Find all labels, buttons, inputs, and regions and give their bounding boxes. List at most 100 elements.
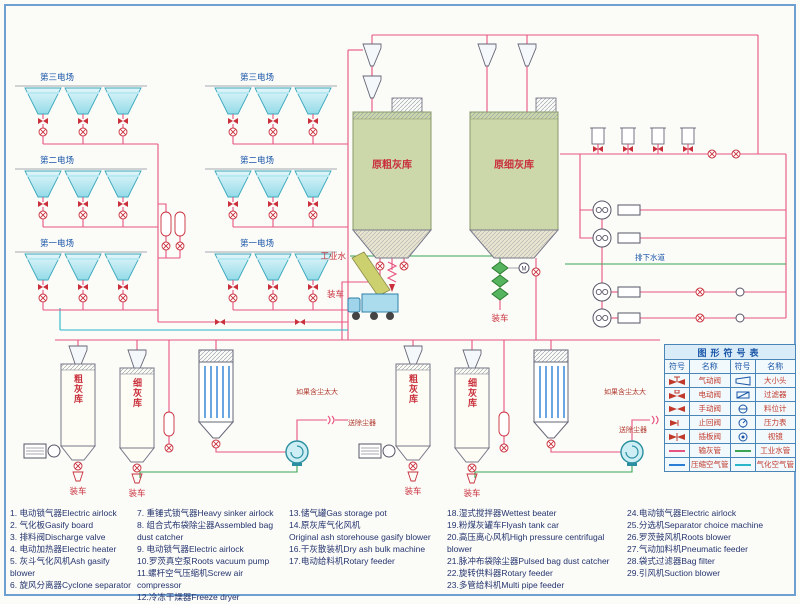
symbol-name: 气化空气管 (754, 457, 796, 472)
equipment-list-item: 10.罗茨真空泵Roots vacuum pump (137, 556, 270, 567)
loading-chute (131, 473, 143, 484)
silo-label: 粗灰库 (408, 373, 418, 404)
equipment-list-item: 4. 电动加热器Electric heater (10, 544, 117, 555)
silo-cone (453, 447, 491, 463)
gasify-blower-icon (382, 444, 396, 458)
equipment-list-item: 27.气动加料机Pneumatic feeder (627, 544, 748, 555)
silo-cone (394, 445, 432, 461)
filter-bags (539, 366, 565, 418)
equipment-list-item: 21.脉冲布袋除尘器Pulsed bag dust catcher (447, 556, 610, 567)
airlock-valve-icon (164, 443, 174, 453)
symbol-table-title: 图形符号表 (664, 344, 796, 360)
airlock-valve-icon (399, 261, 409, 271)
bin-vent-filter (620, 128, 636, 154)
airlock-valve-icon (211, 439, 221, 449)
equipment-list-item: 17.电动给料机Rotary feeder (289, 556, 395, 567)
level-gauge-icon (738, 404, 747, 413)
esp-field-label: 第三电场 (240, 72, 274, 82)
suction-fan-icon (285, 440, 309, 467)
equipment-list-item: 6. 旋风分离器Cyclone separator (10, 580, 131, 591)
equipment-list-item: 14.原灰库气化风机 (289, 520, 361, 531)
suction-fan-icon (620, 440, 644, 467)
airlock-device (163, 411, 175, 437)
right-equipment-field: 排下水道 (590, 128, 745, 328)
symbol-table-row: 气动阀 大小头 (664, 373, 796, 388)
wet-mixer-assembly: M 装车 (491, 261, 530, 323)
loading-label: 装车 (491, 313, 508, 323)
equipment-list-item: 16.干灰散装机Dry ash bulk machine (289, 544, 426, 555)
symbol-table-title-row: 图形符号表 (664, 344, 796, 360)
to-dust-collector-note: 送除尘器 (348, 418, 376, 427)
loading-label: 装车 (463, 488, 480, 498)
equipment-list-item: 28.袋式过滤器Bag filter (627, 556, 715, 567)
filter-cone (532, 421, 570, 439)
symbol-name: 大小头 (754, 373, 796, 388)
filter-icon (736, 391, 749, 398)
roots-blower-icon (592, 228, 612, 248)
equipment-list-item: 9. 电动锁气器Electric airlock (137, 544, 244, 555)
symbol-table-header: 符号 (664, 359, 690, 374)
raw-coarse-silo: 原粗灰库 (351, 97, 433, 271)
esp-field-groups: 第三电场 第二电场 第一电场 第三电场 第二电场 第一电场 (15, 72, 348, 325)
to-dust-collector-note: 送除尘器 (619, 425, 647, 434)
dust-note: 如果含尘太大 (604, 387, 646, 396)
silo-label: 原细灰库 (494, 158, 534, 171)
equipment-list-item: 24.电动锁气器Electric airlock (627, 508, 737, 518)
silo-label: 细灰库 (467, 377, 477, 408)
symbol-table-header: 符号 (729, 359, 756, 374)
bag-filter-top (533, 349, 569, 363)
gauge-icon (735, 287, 745, 297)
airlock-valve-icon (161, 241, 171, 251)
symbol-name: 工业水管 (754, 443, 796, 458)
esp-field-group (15, 252, 158, 310)
cyclone-separators (362, 34, 537, 99)
pressure-gauge-icon (738, 418, 747, 428)
symbol-name: 插板阀 (689, 429, 731, 444)
equipment-list-item: 25.分选机Separator choice machine (627, 520, 764, 531)
equipment-list-item: 5. 灰斗气化风机Ash gasify blower (10, 556, 110, 579)
equipment-list-item: 12.冷冻干燥器Freeze dryer (137, 592, 240, 603)
pneumatic-valve-icon (669, 376, 685, 385)
equipment-list-item: 19.粉煤灰罐车Flyash tank car (447, 520, 559, 531)
bag-filter-body (198, 361, 234, 423)
motor-icon (518, 262, 530, 274)
compressed-air-pipe-icon (669, 463, 685, 466)
equipment-list-item: 2. 气化板Gasify board (10, 520, 94, 531)
reducer-icon (735, 375, 750, 386)
airlock-valve-icon (531, 267, 541, 277)
cyclone-icon (517, 34, 537, 67)
mixer-cell (491, 287, 509, 301)
airlock-device (174, 211, 186, 237)
airlock-valve-icon (175, 241, 185, 251)
symbol-name: 手动阀 (689, 401, 731, 416)
air-pipes (59, 308, 348, 331)
dust-note: 如果含尘太大 (296, 387, 338, 396)
roots-blower-icon (592, 282, 612, 302)
symbol-table-header: 名称 (689, 359, 731, 374)
electric-valve-icon (669, 389, 685, 399)
symbol-table-row: 止回阀 压力表 (664, 415, 796, 430)
truck-wheel (370, 312, 378, 320)
ash-pipe-icon (669, 449, 685, 452)
equipment-list-item: 26.罗茨鼓风机Roots blower (627, 532, 731, 543)
symbol-table-header-row: 符号 名称 符号 名称 (664, 359, 796, 374)
silencer (617, 286, 641, 298)
airlock-valve-icon (546, 439, 556, 449)
bin-vent-filter (590, 128, 606, 154)
process-flow-diagram: 第三电场 第二电场 第一电场 第三电场 第二电场 第一电场 (0, 34, 787, 498)
silo-label: 原粗灰库 (372, 158, 412, 171)
symbol-table-row: 压缩空气管 气化空气管 (664, 457, 796, 472)
silo-top-deck (469, 111, 559, 120)
esp-field-group (15, 86, 158, 144)
water-pipe-icon (734, 449, 751, 452)
manual-valve-icon (669, 405, 685, 412)
airlock-device (498, 411, 510, 437)
airlock-valve-icon (408, 461, 418, 471)
mixer-cell (491, 261, 509, 275)
truck-bed (361, 293, 399, 313)
silencer (617, 204, 641, 216)
